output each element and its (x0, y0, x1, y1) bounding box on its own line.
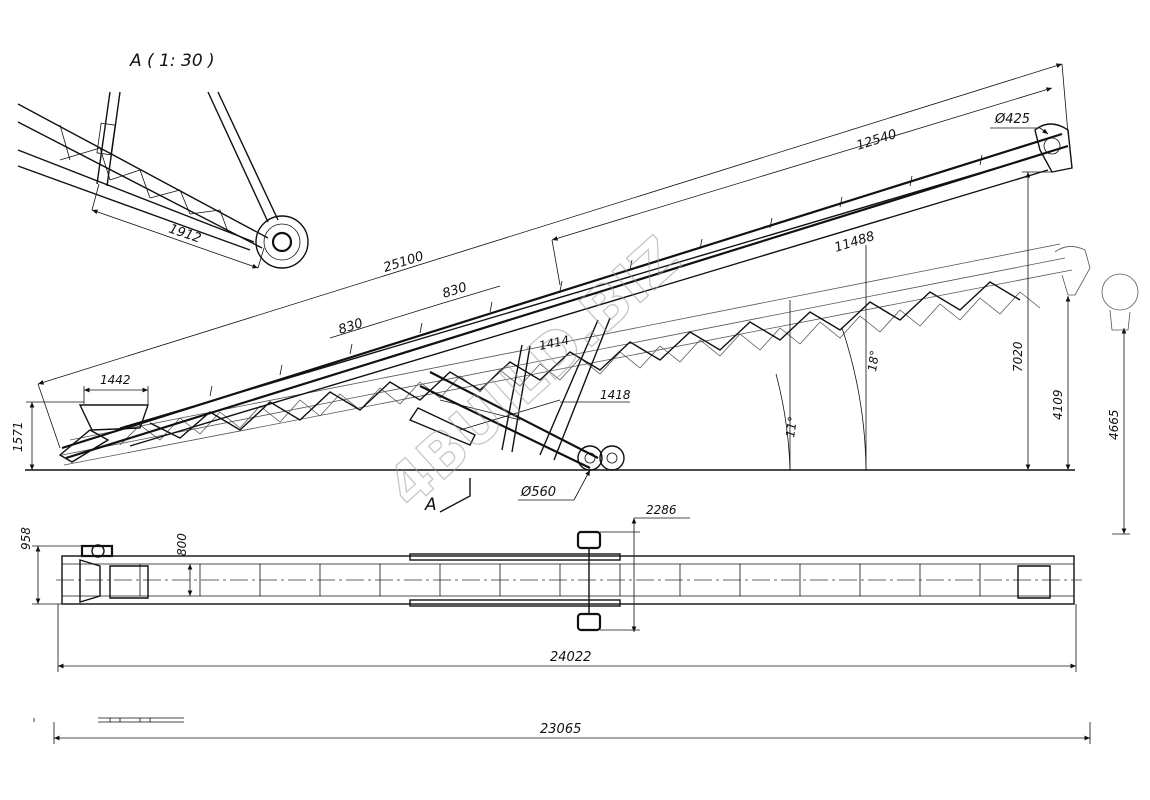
dim-830-b: 830 (441, 280, 469, 302)
watermark: 4BUILD.BIZ (374, 223, 693, 520)
dim-12540: 12540 (855, 127, 899, 154)
dim-24022: 24022 (550, 650, 591, 665)
dim-800: 800 (175, 533, 189, 556)
wheel-1 (577, 445, 603, 471)
dim-25100: 25100 (382, 249, 426, 276)
dim-1418: 1418 (600, 388, 631, 402)
raised-conveyor (58, 123, 1073, 463)
dim-pulley-425: Ø425 (994, 112, 1030, 127)
support-structure (408, 317, 625, 471)
detail-view-a: A ( 1: 30 ) 1912 (17, 51, 309, 269)
dim-4665: 4665 (1107, 409, 1121, 440)
dim-1414: 1414 (538, 333, 571, 353)
dim-1442: 1442 (100, 373, 131, 387)
bottom-view: 23065 (33, 717, 1091, 744)
plan-wheel-bottom (576, 612, 602, 632)
detail-view-title: A ( 1: 30 ) (129, 51, 215, 71)
dim-4109: 4109 (1051, 389, 1065, 420)
angle-11: 11° (783, 415, 800, 438)
section-marker-a: A (424, 495, 437, 515)
dim-2286: 2286 (646, 503, 677, 517)
side-elevation: 4BUILD.BIZ A 25100 12540 Ø425 11488 830 … (11, 63, 1139, 535)
dim-23065: 23065 (540, 722, 581, 737)
drive-motor (80, 544, 114, 558)
plan-wheel-top (576, 530, 602, 550)
dim-958: 958 (19, 527, 33, 550)
dim-7020: 7020 (1011, 341, 1025, 372)
plan-view: 2286 958 800 24022 (19, 503, 1082, 672)
dim-830-a: 830 (337, 316, 365, 338)
angle-18: 18° (865, 349, 882, 372)
dim-1571: 1571 (11, 421, 25, 452)
wheel-2 (599, 445, 625, 471)
dim-wheel-560: Ø560 (520, 485, 556, 500)
